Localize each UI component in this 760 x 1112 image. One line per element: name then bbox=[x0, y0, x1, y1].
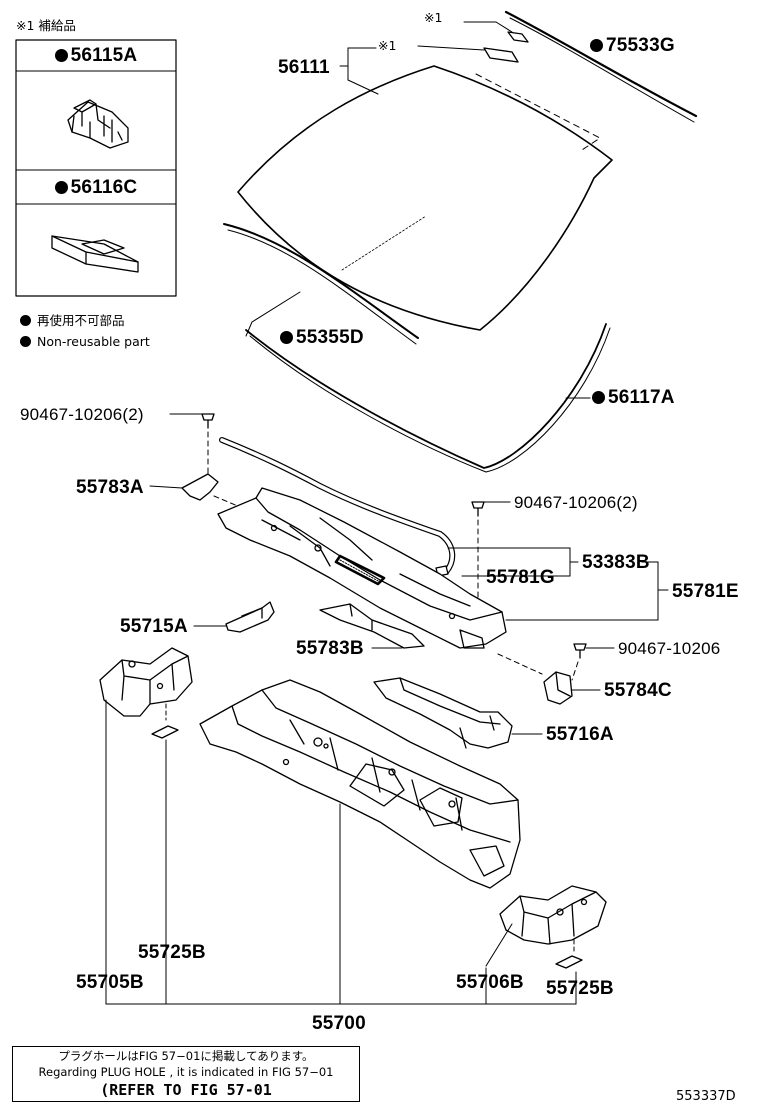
label-55716a: 55716A bbox=[546, 724, 614, 745]
leader-lines bbox=[105, 47, 669, 1005]
side-bracket-right-drawing bbox=[499, 885, 607, 945]
label-clip-left: 90467-10206(2) bbox=[20, 405, 144, 424]
label-ref1-glass: ※1 bbox=[378, 38, 397, 53]
label-56117a-number: 56117A bbox=[608, 387, 675, 408]
legend-en-text: Non-reusable part bbox=[37, 334, 150, 349]
label-55725b-right: 55725B bbox=[546, 978, 614, 999]
non-reusable-dot-icon bbox=[280, 331, 293, 344]
non-reusable-dot-icon bbox=[54, 181, 68, 194]
non-reusable-dot-icon bbox=[592, 391, 605, 404]
label-55705b: 55705B bbox=[76, 972, 144, 993]
supply-box-title: ※1 補給品 bbox=[16, 18, 76, 33]
clip-left-drawing bbox=[169, 413, 215, 479]
label-55783b: 55783B bbox=[296, 638, 364, 659]
label-75533g-number: 75533G bbox=[606, 35, 675, 56]
supply-parts-box bbox=[15, 39, 177, 297]
non-reusable-dot-icon bbox=[54, 49, 68, 62]
label-55706b: 55706B bbox=[456, 972, 524, 993]
label-clip-right: 90467-10206 bbox=[618, 639, 721, 658]
bracket-55783b-drawing bbox=[319, 603, 425, 649]
non-reusable-dot-icon bbox=[590, 39, 603, 52]
legend-jp: 再使用不可部品 bbox=[20, 313, 125, 328]
label-ref1-top: ※1 bbox=[424, 10, 443, 25]
label-55715a: 55715A bbox=[120, 616, 188, 637]
note-en: Regarding PLUG HOLE , it is indicated in… bbox=[38, 1065, 334, 1079]
reinforcement-55716a-drawing bbox=[373, 677, 543, 749]
supply-part-b-label: 56116C bbox=[16, 178, 176, 197]
side-bracket-left-drawing bbox=[99, 647, 193, 717]
label-clip-mid: 90467-10206(2) bbox=[514, 493, 638, 512]
label-56117a: 56117A bbox=[592, 388, 675, 407]
label-56111: 56111 bbox=[278, 57, 330, 78]
supply-part-a-label: 56115A bbox=[16, 46, 176, 65]
bracket-55783a-drawing bbox=[149, 473, 253, 513]
clip-56115a-drawing bbox=[67, 99, 129, 149]
plug-hole-note-box: プラグホールはFIG 57−01に掲載してあります。 Regarding PLU… bbox=[12, 1046, 360, 1102]
side-molding-drawing bbox=[223, 223, 419, 345]
glass-dam-drawing bbox=[245, 323, 611, 473]
label-55355d-number: 55355D bbox=[296, 327, 364, 348]
label-55783a: 55783A bbox=[76, 477, 144, 498]
label-55725b-left: 55725B bbox=[138, 942, 206, 963]
supply-part-a-number: 56115A bbox=[70, 45, 138, 66]
label-55700: 55700 bbox=[312, 1013, 366, 1034]
top-molding-drawing bbox=[463, 10, 698, 123]
supply-part-b-number: 56116C bbox=[70, 177, 138, 198]
legend-jp-text: 再使用不可部品 bbox=[37, 313, 125, 328]
label-55781e: 55781E bbox=[672, 581, 739, 602]
label-55355d: 55355D bbox=[280, 328, 364, 347]
label-55784c: 55784C bbox=[604, 680, 672, 701]
note-jp: プラグホールはFIG 57−01に掲載してあります。 bbox=[58, 1049, 314, 1063]
pad-right-drawing bbox=[555, 939, 583, 969]
label-75533g: 75533G bbox=[590, 36, 675, 55]
cowl-panel-drawing bbox=[217, 487, 507, 649]
legend-dot-icon bbox=[20, 336, 31, 347]
label-55781g: 55781G bbox=[486, 567, 555, 588]
figure-id: 553337D bbox=[676, 1089, 736, 1104]
label-53383b: 53383B bbox=[582, 552, 650, 573]
legend-dot-icon bbox=[20, 315, 31, 326]
bracket-55784c-drawing bbox=[497, 653, 601, 705]
pad-left-drawing bbox=[151, 703, 179, 739]
pad-56116c-drawing bbox=[51, 235, 139, 273]
clip-right-drawing bbox=[571, 643, 615, 681]
legend-en: Non-reusable part bbox=[20, 334, 150, 349]
windshield-glass-drawing bbox=[237, 65, 613, 331]
glass-patch-drawing bbox=[417, 45, 519, 63]
dash-panel-drawing bbox=[199, 679, 521, 889]
bracket-55715a-drawing bbox=[193, 601, 275, 633]
note-refer: (REFER TO FIG 57-01 bbox=[100, 1081, 272, 1099]
